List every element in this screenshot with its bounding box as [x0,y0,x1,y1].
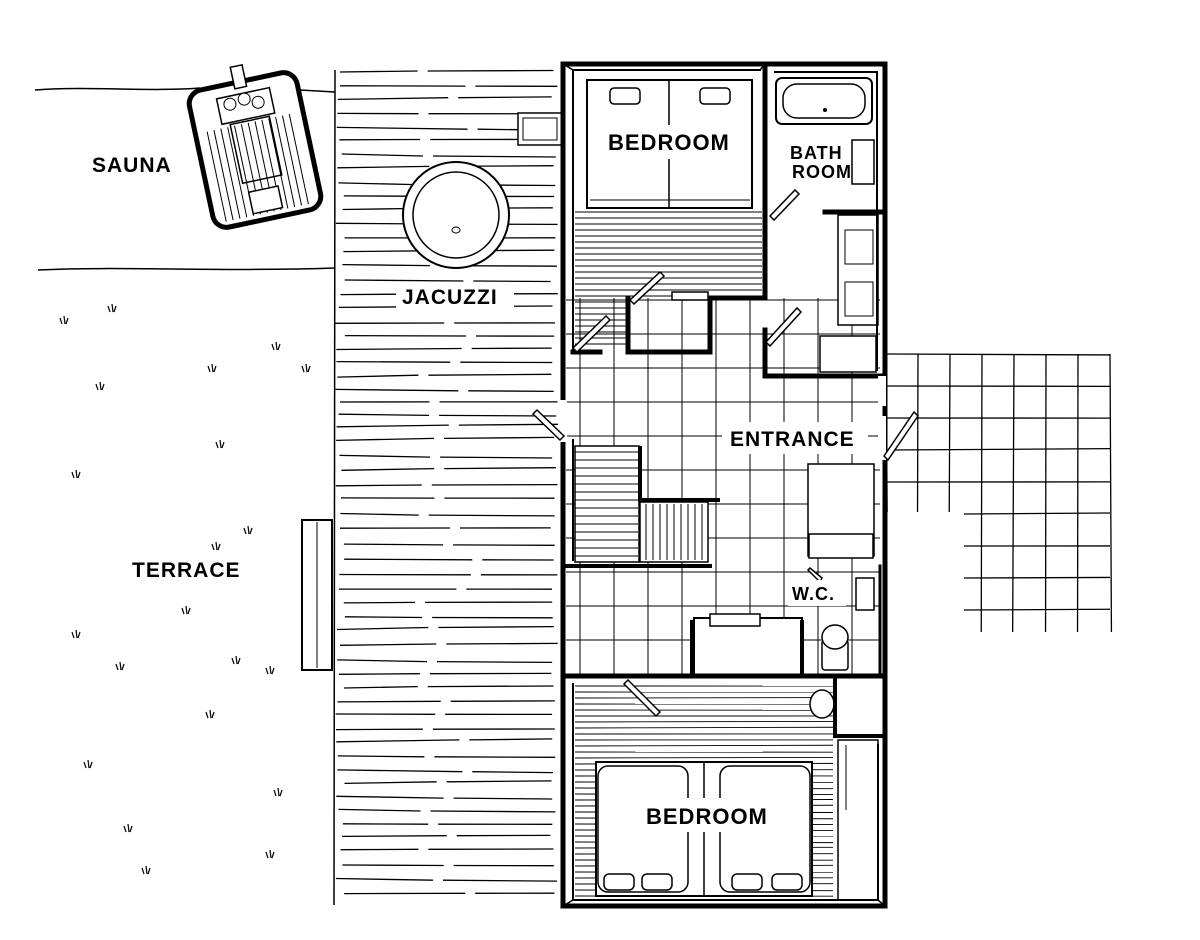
label-terrace: TERRACE [132,559,241,582]
top-bedroom-door-threshold [671,291,709,301]
bathtub [775,77,873,125]
shoe-bench [808,533,874,559]
outdoor-sink [517,112,563,146]
label-bathroom-line2: ROOM [792,162,852,182]
toilet [809,577,875,719]
bathroom-vanity [819,139,879,373]
doors [531,188,919,718]
grass-tufts [59,303,311,875]
house [531,61,919,909]
label-jacuzzi: JACUZZI [402,286,498,309]
sauna-barrel [186,63,324,230]
walls [559,61,888,909]
label-bathroom-line1: BATH [790,143,843,163]
wc-cabinet [693,613,803,677]
label-bedroom-top: BEDROOM [608,130,730,155]
label-bedroom-bottom: BEDROOM [646,804,768,829]
ground-boundary [34,87,336,271]
deck-bench [301,519,333,671]
room-labels: SAUNA JACUZZI TERRACE BEDROOM BATH ROOM … [92,125,868,832]
jacuzzi-tub [402,161,510,269]
label-sauna: SAUNA [92,154,172,177]
wardrobe [837,739,879,901]
label-wc: W.C. [792,584,835,604]
staircase [574,445,709,563]
label-entrance: ENTRANCE [730,428,855,451]
stone-patio [885,353,1113,633]
